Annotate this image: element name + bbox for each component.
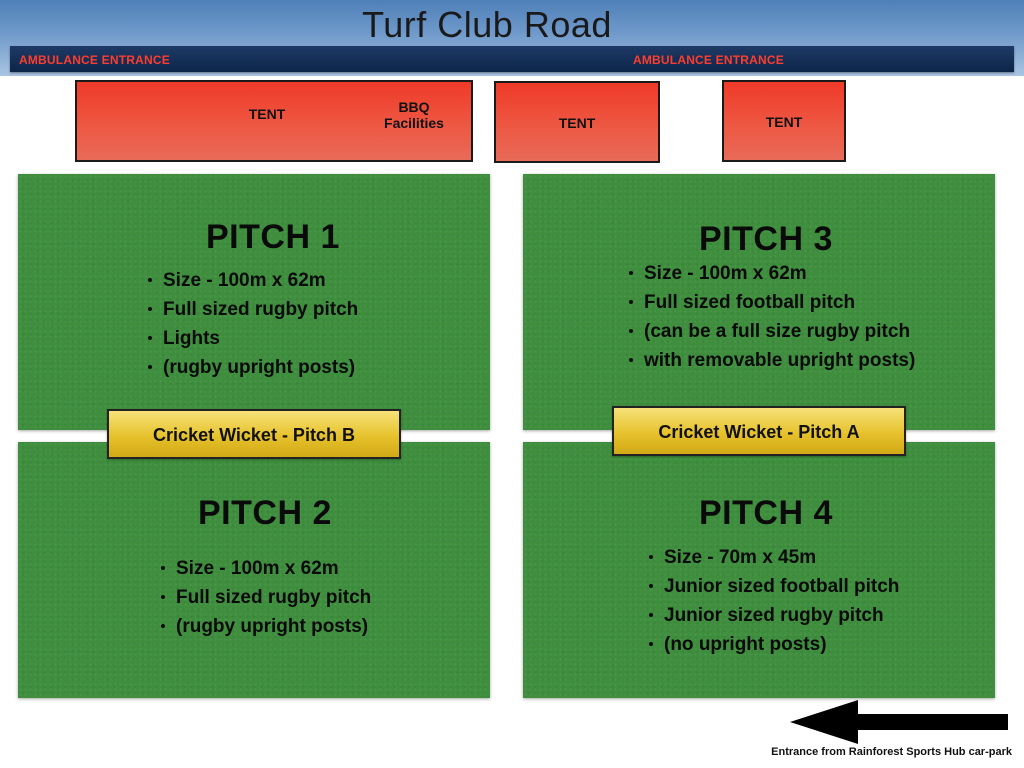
cricket-wicket-pitch-b: Cricket Wicket - Pitch B (107, 409, 401, 459)
cricket-wicket-b-label: Cricket Wicket - Pitch B (153, 425, 355, 445)
list-item: Size - 100m x 62m (158, 554, 371, 583)
ambulance-entrance-left: AMBULANCE ENTRANCE (19, 53, 170, 67)
list-item: Lights (145, 324, 358, 353)
bbq-label-line1: BBQ (398, 99, 430, 115)
pitch-3-details: Size - 100m x 62m Full sized football pi… (626, 259, 915, 375)
list-item: (rugby upright posts) (145, 353, 358, 382)
continuation-text: with removable upright posts) (644, 350, 916, 371)
list-item: (rugby upright posts) (158, 612, 371, 641)
bbq-facilities-label: BBQ Facilities (367, 99, 461, 131)
list-item: Size - 100m x 62m (145, 266, 358, 295)
list-item: Junior sized football pitch (646, 572, 899, 601)
list-item: Size - 100m x 62m (626, 259, 915, 288)
tent-2-label: TENT (558, 115, 596, 131)
tent-bbq-block: TENT BBQ Facilities (75, 80, 473, 162)
tent-2: TENT (494, 81, 660, 163)
pitch-3: PITCH 3 Size - 100m x 62m Full sized foo… (523, 174, 995, 430)
cricket-wicket-pitch-a: Cricket Wicket - Pitch A (612, 406, 906, 456)
ambulance-bar: AMBULANCE ENTRANCE AMBULANCE ENTRANCE (10, 46, 1014, 72)
tent-1-label: TENT (248, 106, 286, 122)
pitch-1-details: Size - 100m x 62m Full sized rugby pitch… (145, 266, 358, 382)
list-item: Junior sized rugby pitch (646, 601, 899, 630)
tent-3-label: TENT (765, 114, 803, 130)
pitch-2-title: PITCH 2 (198, 494, 332, 532)
list-item: (can be a full size rugby pitch (626, 317, 915, 346)
pitch-2-details: Size - 100m x 62m Full sized rugby pitch… (158, 554, 371, 641)
ambulance-entrance-right: AMBULANCE ENTRANCE (633, 53, 784, 67)
cricket-wicket-a-label: Cricket Wicket - Pitch A (658, 422, 860, 442)
pitch-4-title: PITCH 4 (699, 494, 833, 532)
list-item: Full sized rugby pitch (145, 295, 358, 324)
pitch-2: PITCH 2 Size - 100m x 62m Full sized rug… (18, 442, 490, 698)
list-item: Full sized rugby pitch (158, 583, 371, 612)
pitch-3-title: PITCH 3 (699, 220, 833, 258)
list-item: Full sized football pitch (626, 288, 915, 317)
left-arrow-icon (790, 700, 1008, 744)
bbq-label-line2: Facilities (384, 115, 444, 131)
list-item: (no upright posts) (646, 630, 899, 659)
list-item: Size - 70m x 45m (646, 543, 899, 572)
pitch-4-details: Size - 70m x 45m Junior sized football p… (646, 543, 899, 659)
list-item-continuation: with removable upright posts) (626, 346, 915, 375)
road-title: Turf Club Road (362, 4, 612, 45)
pitch-4: PITCH 4 Size - 70m x 45m Junior sized fo… (523, 442, 995, 698)
entrance-label: Entrance from Rainforest Sports Hub car-… (771, 746, 1012, 758)
pitch-1: PITCH 1 Size - 100m x 62m Full sized rug… (18, 174, 490, 430)
tent-3: TENT (722, 80, 846, 162)
pitch-1-title: PITCH 1 (206, 218, 340, 256)
